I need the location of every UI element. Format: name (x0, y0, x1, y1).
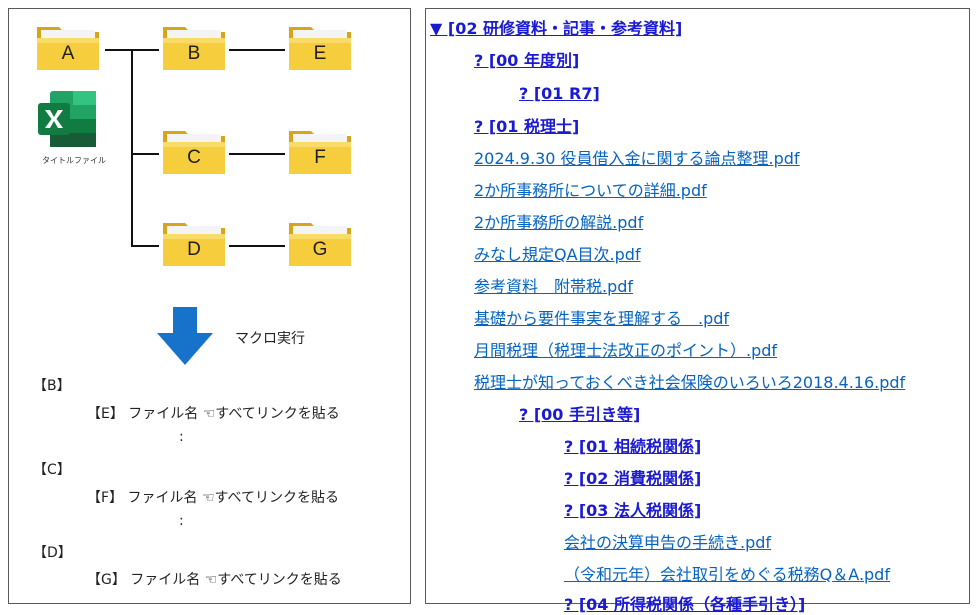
file-tree-panel: ▼ [02 研修資料・記事・参考資料] ? [00 年度別] ? [01 R7]… (425, 8, 970, 614)
output-continuation-f: : (179, 513, 184, 529)
folder-f-icon[interactable]: F (287, 125, 353, 177)
tree-file-link[interactable]: 参考資料 附帯税.pdf (474, 277, 634, 296)
macro-run-label: マクロ実行 (235, 331, 305, 347)
tree-file-link[interactable]: 基礎から要件事実を理解する .pdf (474, 309, 730, 328)
tree-file-link[interactable]: 税理士が知っておくべき社会保険のいろいろ2018.4.16.pdf (474, 373, 906, 392)
tree-file-link[interactable]: 会社の決算申告の手続き.pdf (564, 533, 772, 552)
folder-g-label: G (312, 239, 328, 260)
tree-folder-01-zeirishi[interactable]: ? [01 税理士] (474, 117, 580, 136)
tree-folder-00-tebiki[interactable]: ? [00 手引き等] (519, 405, 641, 424)
tree-folder-02-shouhi[interactable]: ? [02 消費税関係] (564, 469, 702, 488)
output-continuation-e: : (179, 429, 184, 445)
folder-c-label: C (187, 147, 201, 168)
folder-g-icon[interactable]: G (287, 217, 353, 269)
diagram-panel: A B E C (8, 8, 411, 604)
output-line-e: 【E】 ファイル名 ☜すべてリンクを貼る (87, 406, 340, 422)
tree-root-folder[interactable]: ▼ [02 研修資料・記事・参考資料] (430, 19, 683, 38)
output-line-g: 【G】 ファイル名 ☜すべてリンクを貼る (87, 572, 342, 588)
excel-file-icon[interactable] (36, 89, 98, 151)
connector-b-e (229, 49, 285, 51)
output-heading-d: 【D】 (33, 545, 72, 561)
tree-folder-01-r7[interactable]: ? [01 R7] (519, 84, 600, 103)
excel-file-caption: タイトルファイル (42, 156, 106, 165)
folder-a-label: A (61, 43, 75, 64)
folder-b-icon[interactable]: B (161, 21, 227, 73)
tree-file-link[interactable]: みなし規定QA目次.pdf (474, 245, 641, 264)
tree-file-link[interactable]: 2か所事務所についての詳細.pdf (474, 181, 707, 200)
folder-b-label: B (187, 43, 201, 64)
output-heading-b: 【B】 (33, 378, 71, 394)
output-line-f: 【F】 ファイル名 ☜すべてリンクを貼る (87, 490, 339, 506)
folder-a-icon[interactable]: A (35, 21, 101, 73)
arrow-down-icon (157, 307, 213, 367)
folder-c-icon[interactable]: C (161, 125, 227, 177)
folder-f-label: F (314, 147, 326, 168)
folder-e-label: E (313, 43, 327, 64)
tree-file-link[interactable]: （令和元年）会社取引をめぐる税務Q＆A.pdf (564, 565, 890, 584)
tree-folder-04-shotoku[interactable]: ? [04 所得税関係（各種手引き）] (564, 595, 806, 614)
folder-d-label: D (187, 239, 201, 260)
tree-file-link[interactable]: 2024.9.30 役員借入金に関する論点整理.pdf (474, 149, 800, 168)
tree-folder-01-souzoku[interactable]: ? [01 相続税関係] (564, 437, 702, 456)
connector-c-f (229, 153, 285, 155)
folder-e-icon[interactable]: E (287, 21, 353, 73)
tree-folder-03-houjin[interactable]: ? [03 法人税関係] (564, 501, 702, 520)
tree-file-link[interactable]: 2か所事務所の解説.pdf (474, 213, 644, 232)
connector-trunk (131, 49, 133, 247)
connector-trunk-c (131, 153, 159, 155)
tree-folder-00-year[interactable]: ? [00 年度別] (474, 51, 580, 70)
folder-d-icon[interactable]: D (161, 217, 227, 269)
output-heading-c: 【C】 (33, 462, 71, 478)
connector-d-g (229, 245, 285, 247)
tree-file-link[interactable]: 月間税理（税理士法改正のポイント）.pdf (474, 341, 778, 360)
connector-trunk-d (131, 245, 159, 247)
